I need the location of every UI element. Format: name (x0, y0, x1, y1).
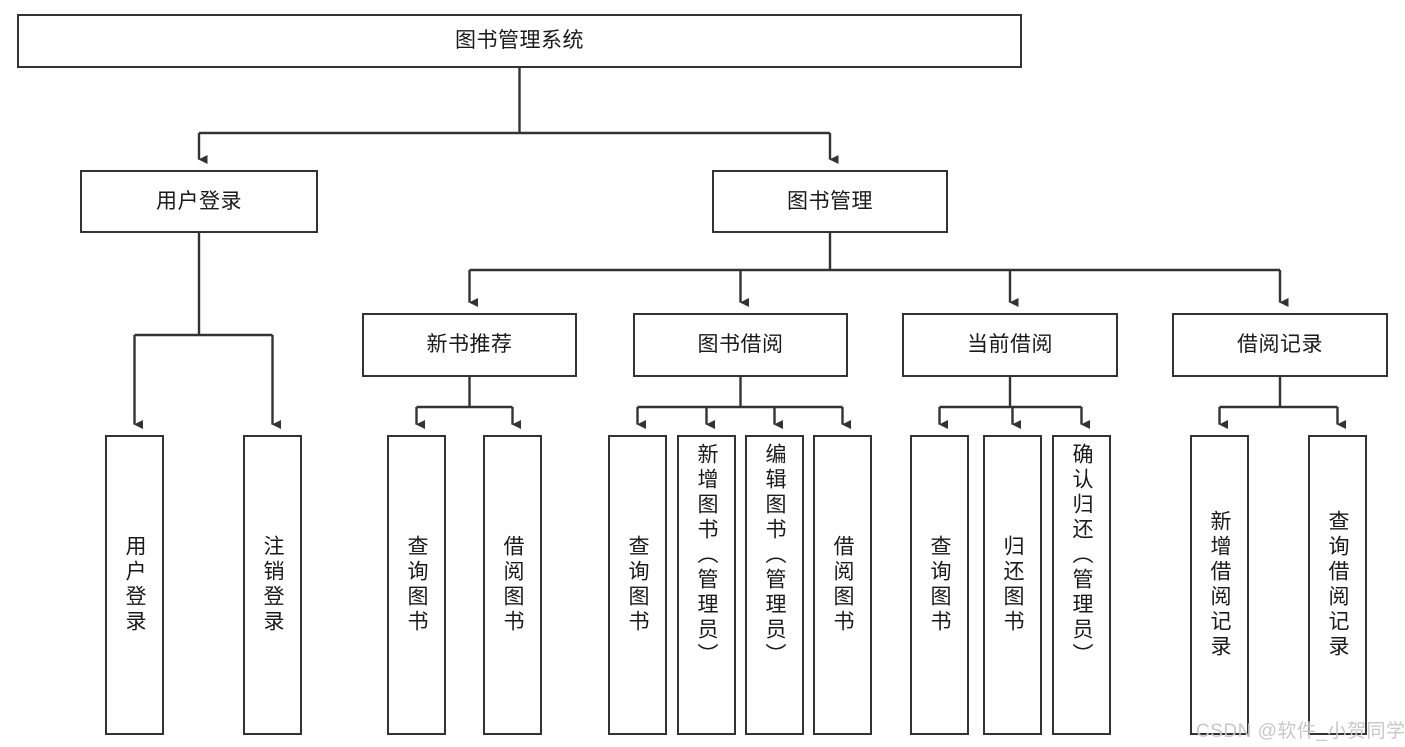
leaf-label: 借阅图书 (831, 535, 854, 635)
level3-label: 新书推荐 (426, 333, 513, 357)
leaf-box-12[interactable]: 查询借阅记录 (1308, 435, 1367, 735)
level2-label: 用户登录 (156, 189, 242, 213)
level3-box-2[interactable]: 当前借阅 (902, 313, 1118, 377)
csdn-watermark: CSDN @软件_小贺同学 (1196, 721, 1405, 742)
leaf-box-10[interactable]: 确认归还（管理员） (1052, 435, 1111, 735)
leaf-box-5[interactable]: 新增图书（管理员） (677, 435, 736, 735)
leaf-label: 用户登录 (123, 535, 146, 635)
leaf-label: 查询借阅记录 (1326, 510, 1349, 660)
leaf-label: 借阅图书 (501, 535, 524, 635)
leaf-label: 注销登录 (261, 535, 284, 635)
leaf-box-6[interactable]: 编辑图书（管理员） (745, 435, 804, 735)
leaf-box-1[interactable]: 注销登录 (243, 435, 302, 735)
level2-label: 图书管理 (787, 189, 873, 213)
leaf-label: 归还图书 (1001, 535, 1024, 635)
leaf-box-9[interactable]: 归还图书 (983, 435, 1042, 735)
leaf-label: 查询图书 (928, 535, 951, 635)
leaf-label: 新增借阅记录 (1208, 510, 1231, 660)
level3-box-3[interactable]: 借阅记录 (1172, 313, 1388, 377)
leaf-label: 编辑图书（管理员） (763, 443, 786, 668)
level3-label: 当前借阅 (967, 333, 1053, 357)
leaf-label: 新增图书（管理员） (695, 443, 718, 668)
leaf-label: 查询图书 (405, 535, 428, 635)
leaf-box-2[interactable]: 查询图书 (387, 435, 446, 735)
level3-label: 图书借阅 (697, 333, 784, 357)
root-label: 图书管理系统 (455, 29, 584, 53)
leaf-box-11[interactable]: 新增借阅记录 (1190, 435, 1249, 735)
leaf-box-8[interactable]: 查询图书 (910, 435, 969, 735)
level2-box-0[interactable]: 用户登录 (80, 170, 318, 233)
leaf-box-3[interactable]: 借阅图书 (483, 435, 542, 735)
root-box-0[interactable]: 图书管理系统 (17, 14, 1022, 68)
leaf-label: 确认归还（管理员） (1070, 443, 1093, 668)
connector-lines (133, 68, 1347, 430)
leaf-box-4[interactable]: 查询图书 (608, 435, 667, 735)
leaf-box-0[interactable]: 用户登录 (105, 435, 164, 735)
leaf-label: 查询图书 (626, 535, 649, 635)
level2-box-1[interactable]: 图书管理 (712, 170, 948, 233)
level3-box-0[interactable]: 新书推荐 (362, 313, 577, 377)
level3-label: 借阅记录 (1237, 333, 1323, 357)
leaf-box-7[interactable]: 借阅图书 (813, 435, 872, 735)
level3-box-1[interactable]: 图书借阅 (633, 313, 848, 377)
